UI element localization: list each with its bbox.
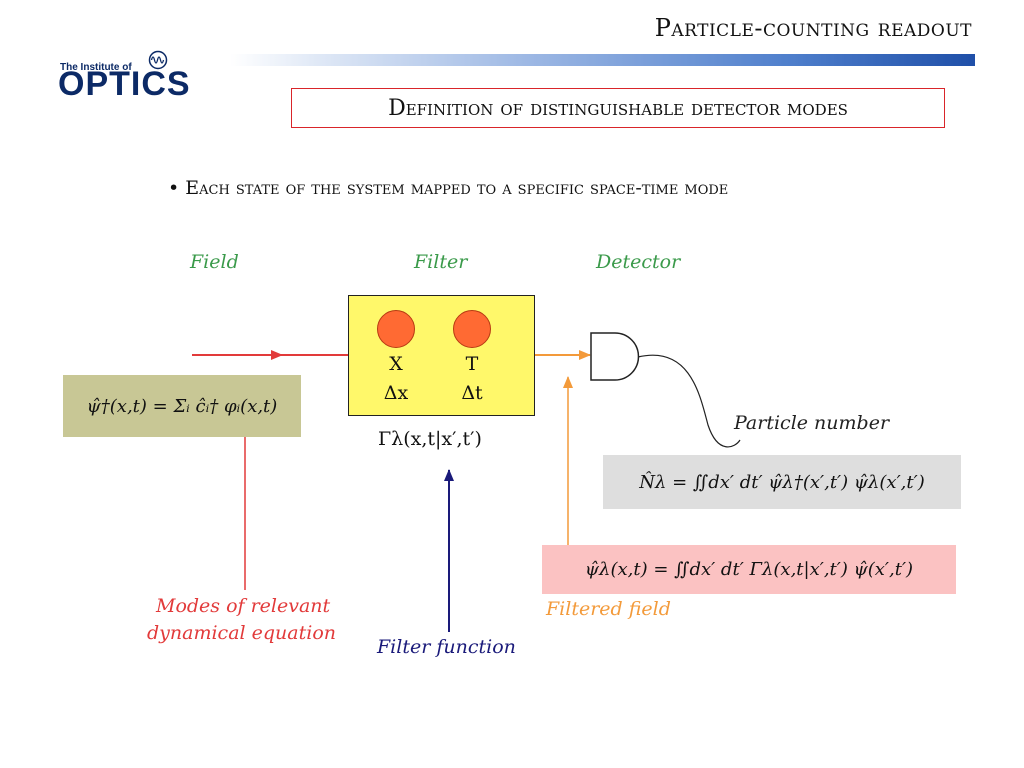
institute-logo: The Institute of OPTICS [58,50,240,104]
subtitle-box: Definition of distinguishable detector m… [291,88,945,128]
label-field: Field [190,251,239,273]
detector-output-wire [637,354,741,448]
label-modes-line2: dynamical equation [147,622,336,644]
filtered-field-equation-box: ψ̂λ(x,t) = ∬dx′ dt′ Γλ(x,t|x′,t′) ψ̂(x′,… [542,545,956,594]
detector-gate [590,332,640,381]
filter-dt-var: Δt [461,382,483,404]
logo-small-text: The Institute of [60,62,132,73]
slide-title: Particle-counting readout [654,14,972,42]
bullet-point: • Each state of the system mapped to a s… [168,177,729,199]
filter-time-circle [453,310,491,348]
label-particle-number: Particle number [734,412,890,434]
label-filter-function: Filter function [377,636,516,658]
filter-box: X Δx T Δt [348,295,535,416]
particle-count-equation-box: N̂λ = ∬dx′ dt′ ψ̂λ†(x′,t′) ψ̂λ(x′,t′) [603,455,961,509]
particle-count-equation: N̂λ = ∬dx′ dt′ ψ̂λ†(x′,t′) ψ̂λ(x′,t′) [639,471,925,493]
label-modes-line1: Modes of relevant [156,595,331,617]
logo-wave-icon [148,50,168,70]
subtitle-text: Definition of distinguishable detector m… [388,95,848,121]
logo-big-text: OPTICS [58,65,191,103]
field-equation-box: ψ̂†(x,t) = Σᵢ ĉᵢ† φᵢ(x,t) [63,375,301,437]
label-filter: Filter [414,251,468,273]
filter-kernel-equation: Γλ(x,t|x′,t′) [378,428,482,450]
filter-t-var: T [465,353,479,375]
filtered-field-equation: ψ̂λ(x,t) = ∬dx′ dt′ Γλ(x,t|x′,t′) ψ̂(x′,… [584,559,914,580]
filter-position-circle [377,310,415,348]
filter-x-var: X [389,353,403,375]
header-gradient-bar [230,54,975,66]
field-equation: ψ̂†(x,t) = Σᵢ ĉᵢ† φᵢ(x,t) [86,395,278,417]
label-detector: Detector [596,251,681,273]
filter-dx-var: Δx [383,382,409,404]
label-filtered-field: Filtered field [546,598,671,620]
